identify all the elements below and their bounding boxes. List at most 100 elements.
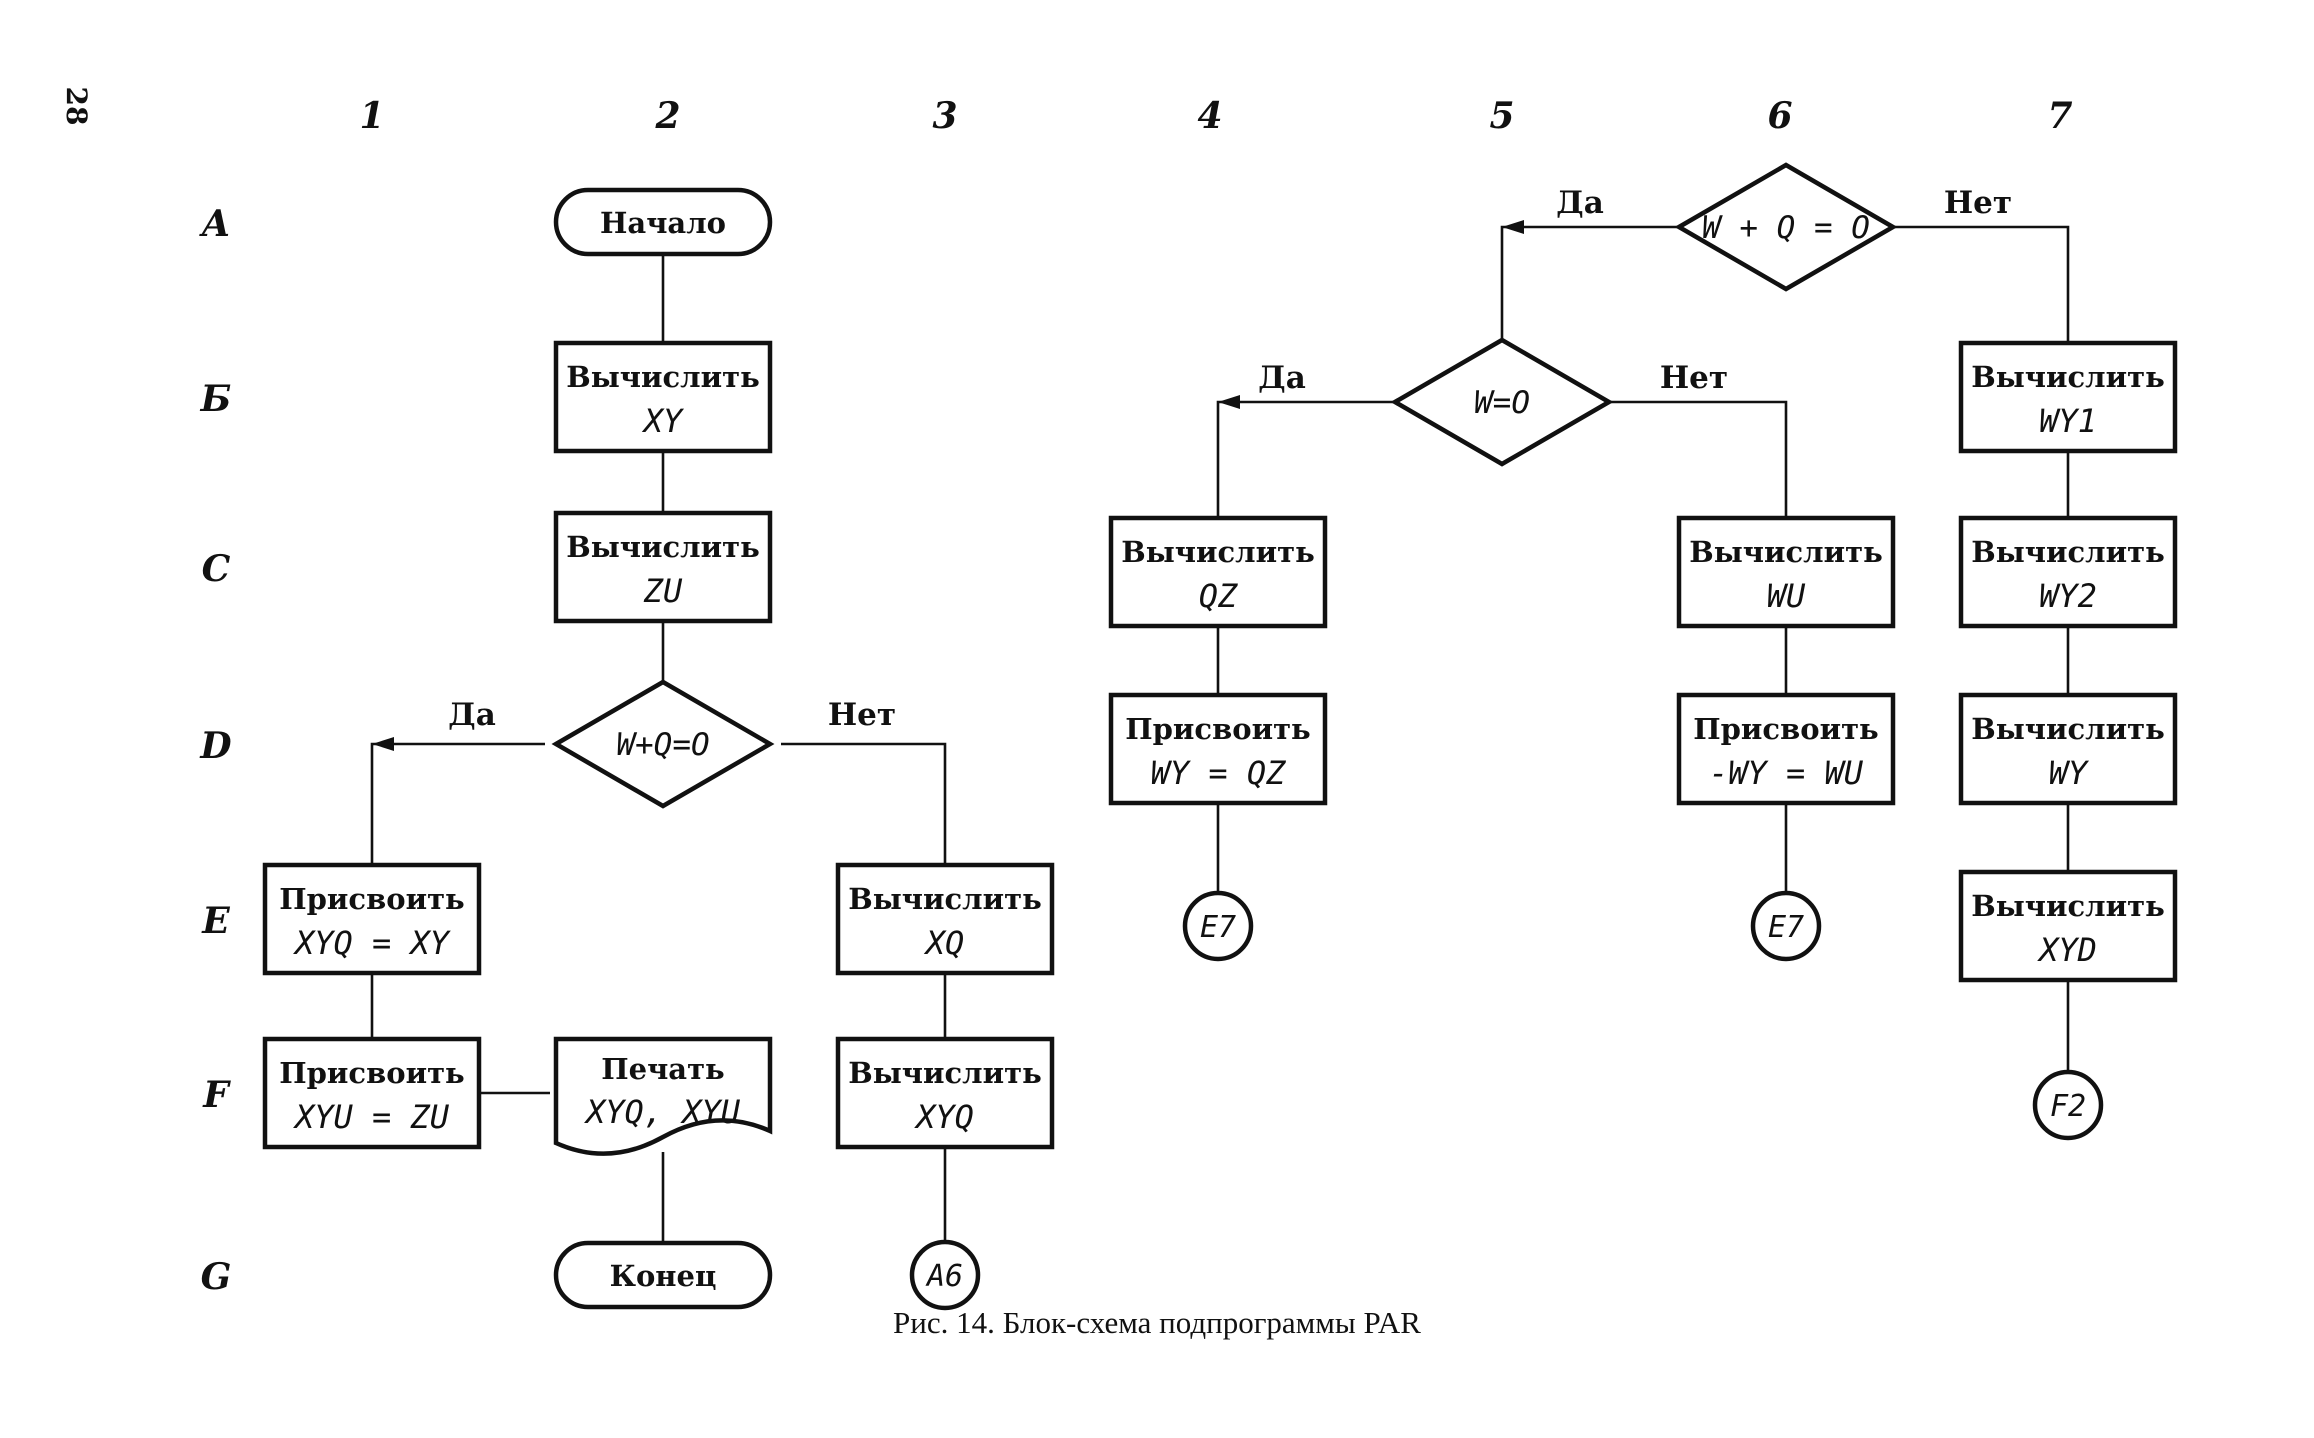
process-box [262, 862, 482, 976]
node-text-line2: WU [1767, 577, 1806, 615]
node-text-line1: Вычислить [1971, 360, 2165, 394]
row-label-F: F [202, 1074, 231, 1116]
process-box [1958, 692, 2178, 806]
node-text-line1: Присвоить [279, 1056, 464, 1090]
node-text-line1: Печать [601, 1052, 725, 1086]
node-text-line1: Присвоить [1693, 712, 1878, 746]
node-text: A6 [925, 1259, 963, 1294]
connector-circle [2032, 1069, 2104, 1141]
edge-label-b5-no: Нет [1660, 360, 1728, 396]
node-text-line2: WY = QZ [1151, 754, 1287, 792]
document-box [553, 1036, 773, 1156]
node-text-line1: Вычислить [1971, 889, 2165, 923]
node-a6: W + Q = O [1674, 162, 1898, 292]
node-text-line1: Вычислить [566, 360, 760, 394]
node-text-line1: Присвоить [1125, 712, 1310, 746]
node-text-line2: ZU [643, 572, 683, 610]
node-text: Начало [600, 206, 726, 240]
decision-diamond [1390, 337, 1614, 467]
arrowhead [372, 737, 394, 751]
edge-label-d2-no: Нет [828, 697, 896, 733]
figure-caption: Рис. 14. Блок-схема подпрограммы PAR [893, 1305, 1421, 1340]
node-text: W=O [1474, 385, 1530, 421]
connector-circle [909, 1239, 981, 1311]
process-box [553, 510, 773, 624]
node-text-line1: Вычислить [1121, 535, 1315, 569]
connector-line [370, 742, 545, 865]
node-text-line2: XYU = ZU [293, 1098, 450, 1136]
row-label-E: E [201, 900, 230, 942]
process-box [1676, 515, 1896, 629]
connectors [370, 220, 2070, 1242]
node-b5: W=O [1390, 337, 1614, 467]
node-d6: Присвоить-WY = WU [1676, 692, 1896, 806]
row-label-G: G [201, 1256, 232, 1298]
process-box [1958, 515, 2178, 629]
connector-line [1500, 225, 1683, 346]
node-text-line2: WY2 [2039, 577, 2097, 615]
column-label-4: 4 [1197, 95, 1222, 137]
node-text-line1: Вычислить [1971, 535, 2165, 569]
row-label-A: A [199, 203, 230, 245]
nodes: НачалоВычислитьXYВычислитьZUW+Q=OПрисвои… [262, 162, 2178, 1311]
node-text-line2: XYQ [914, 1098, 974, 1136]
row-label-Б: Б [200, 378, 232, 420]
node-text-line1: Вычислить [566, 530, 760, 564]
column-label-7: 7 [2047, 95, 2072, 137]
node-text: Конец [610, 1259, 717, 1293]
process-box [1676, 692, 1896, 806]
row-label-D: D [199, 725, 231, 767]
node-text: E7 [1200, 910, 1236, 945]
edge-label-b5-yes: Да [1258, 360, 1306, 396]
process-box [553, 340, 773, 454]
row-label-C: C [202, 548, 231, 590]
decision-diamond [551, 679, 775, 809]
connector-circle [1182, 890, 1254, 962]
connector-line [1216, 400, 1399, 517]
node-f7: F2 [2032, 1069, 2104, 1141]
node-text-line1: Вычислить [848, 882, 1042, 916]
column-label-5: 5 [1489, 95, 1514, 137]
node-text-line2: WY [2049, 754, 2090, 792]
node-e4: E7 [1182, 890, 1254, 962]
column-label-6: 6 [1767, 95, 1792, 137]
decision-diamond [1674, 162, 1898, 292]
node-text-line2: WY1 [2039, 402, 2097, 440]
node-text-line2: QZ [1199, 577, 1238, 615]
node-text-line2: XY [642, 402, 685, 440]
edge-label-d2-yes: Да [448, 697, 496, 733]
node-d4: Присвоить WY = QZ [1108, 692, 1328, 806]
process-box [1108, 692, 1328, 806]
node-text-line1: Вычислить [1971, 712, 2165, 746]
arrowhead [1502, 220, 1524, 234]
node-g3: A6 [909, 1239, 981, 1311]
terminal-box [553, 187, 773, 257]
node-text-line1: Вычислить [848, 1056, 1042, 1090]
process-box [1958, 869, 2178, 983]
terminal-box [553, 1240, 773, 1310]
process-box [835, 1036, 1055, 1150]
node-text-line2: XYQ, XYU [584, 1093, 741, 1131]
connector-line [1889, 225, 2070, 343]
arrowhead [1218, 395, 1240, 409]
connector-line [1605, 400, 1788, 517]
process-box [262, 1036, 482, 1150]
edge-label-a6-no: Нет [1944, 185, 2012, 221]
process-box [835, 862, 1055, 976]
node-text: E7 [1768, 910, 1804, 945]
column-label-3: 3 [932, 95, 957, 137]
node-text-line2: XYQ = XY [293, 924, 452, 962]
